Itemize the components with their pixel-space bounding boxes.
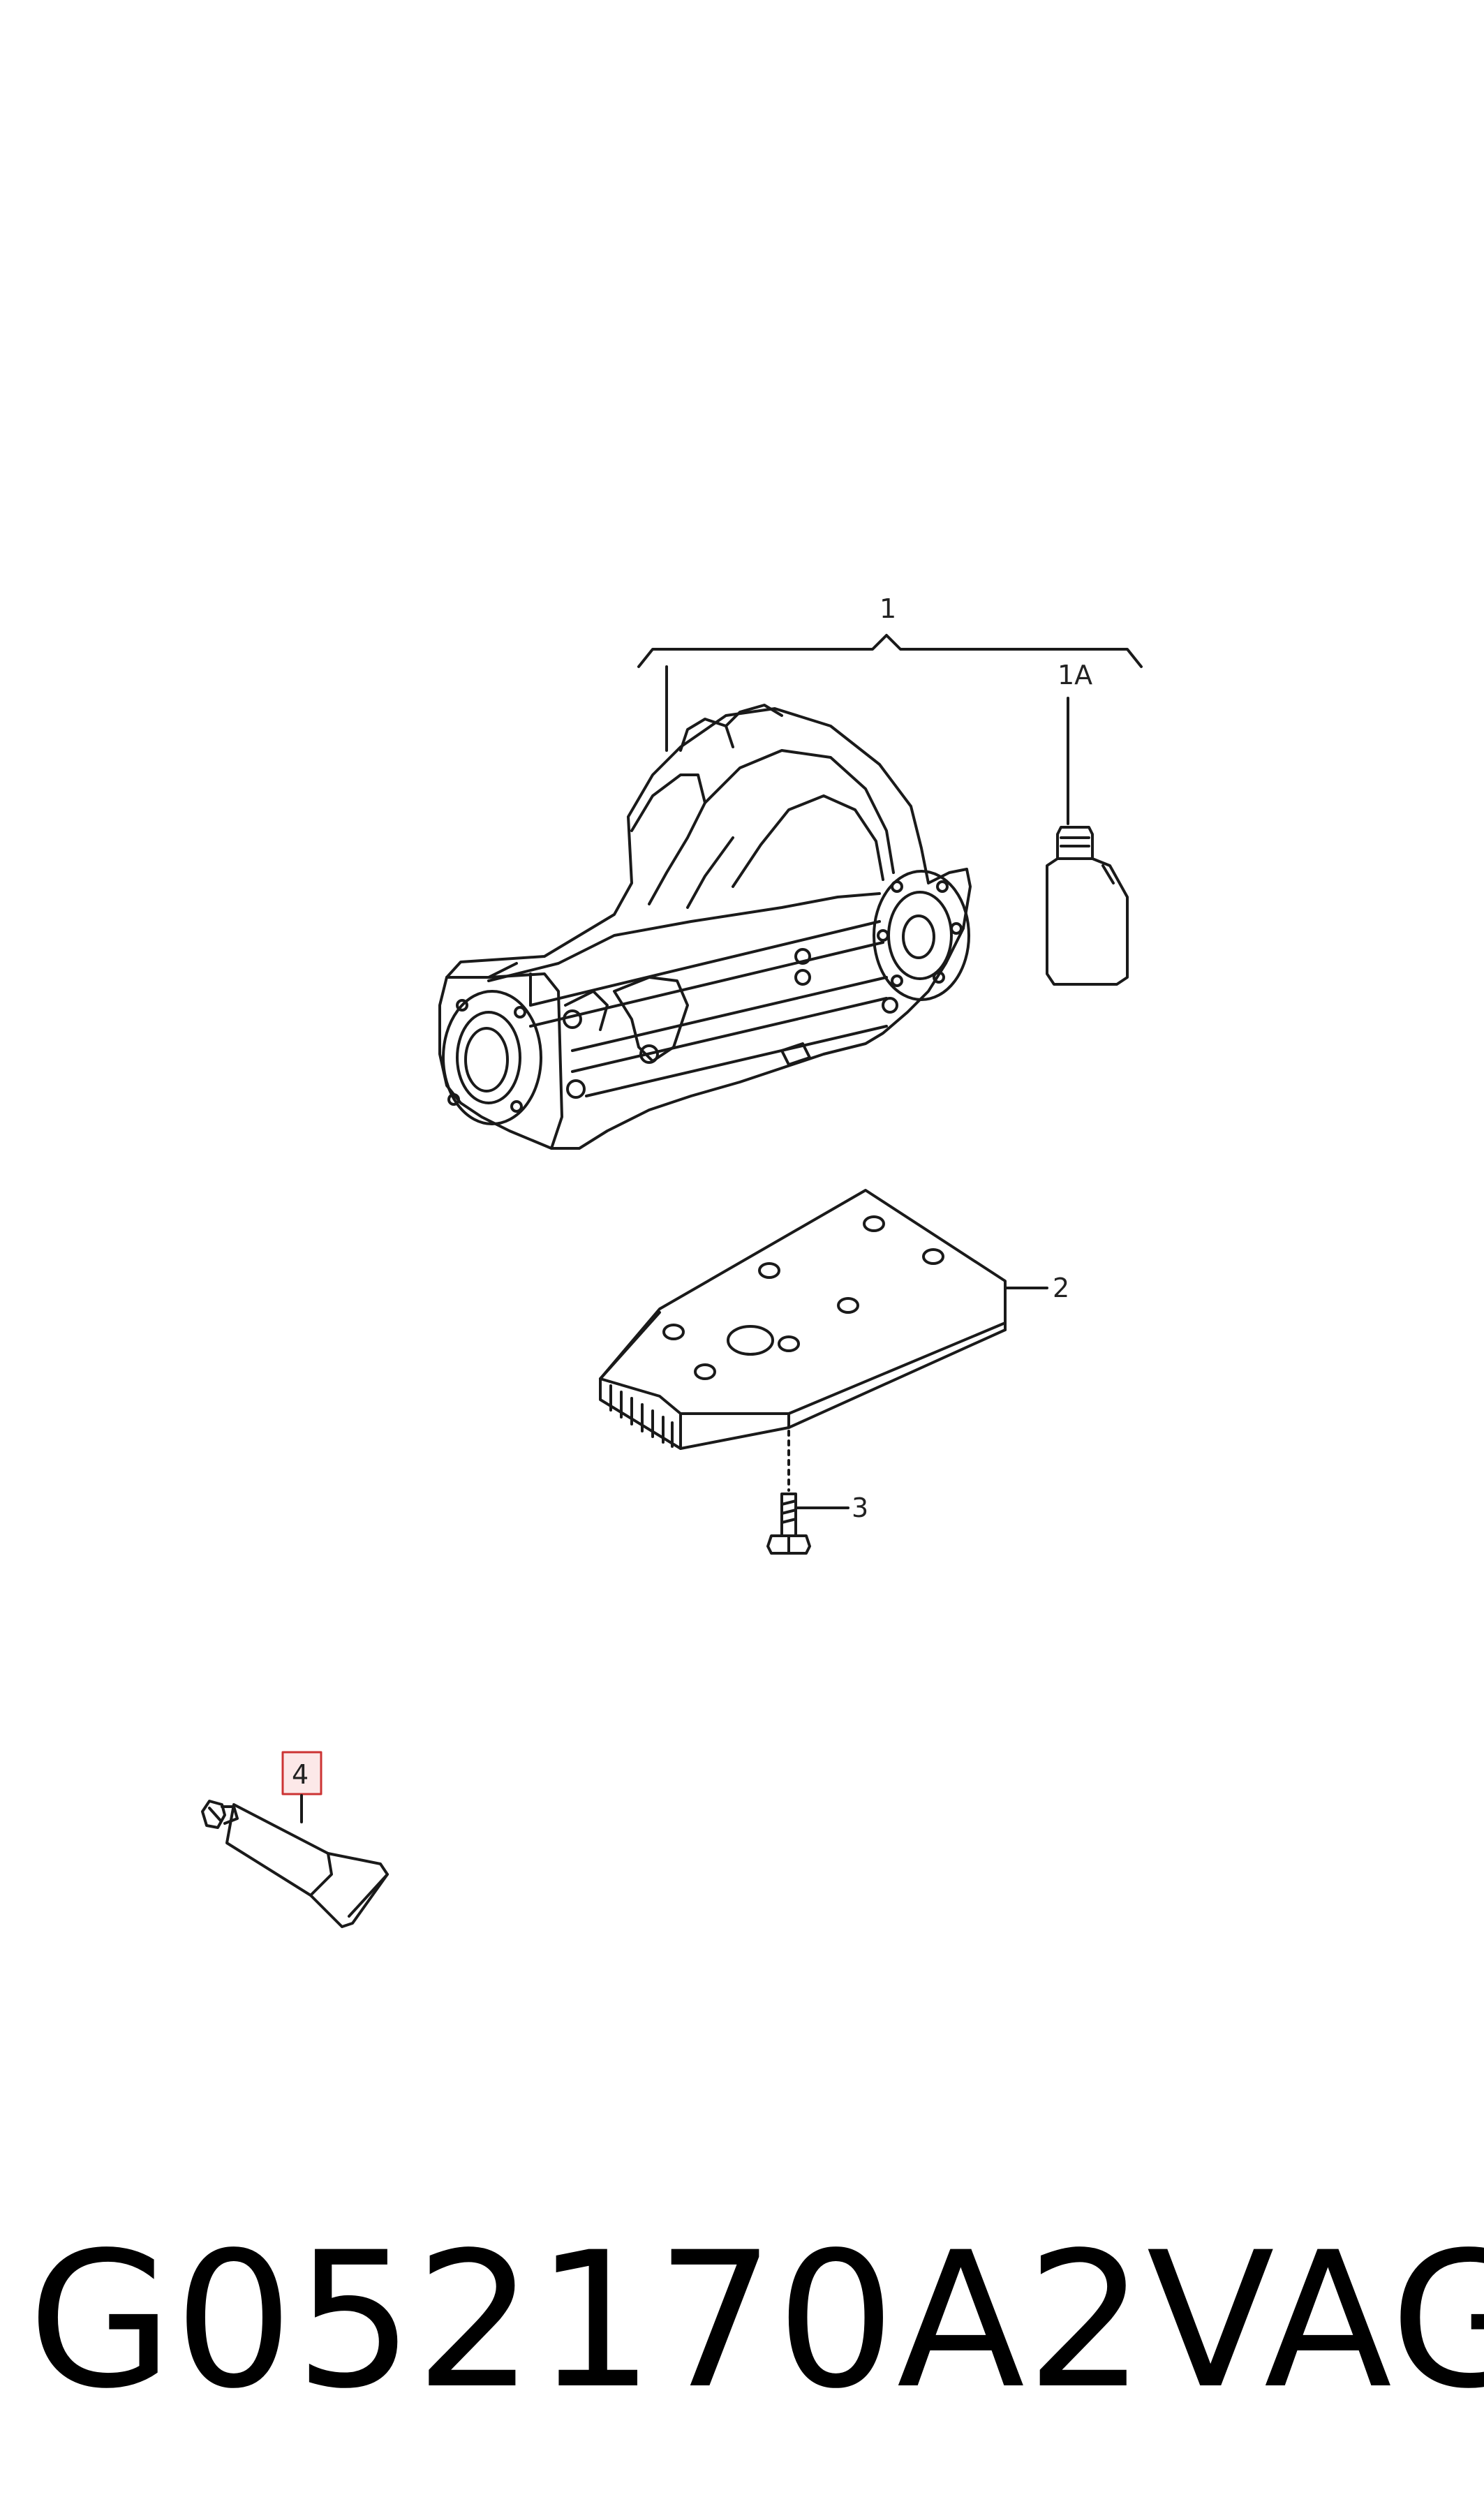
bolt-drawing <box>766 1430 811 1555</box>
callout-1-label: 1 <box>880 593 896 624</box>
part-number: G052170A2 <box>28 2212 1147 2430</box>
callout-1-bracket <box>637 634 1143 825</box>
grease-tube-drawing <box>201 1800 389 1928</box>
oil-bottle-drawing <box>1046 826 1129 986</box>
callout-4-box <box>281 1751 322 1795</box>
callout-1a-label: 1A <box>1058 660 1092 690</box>
callout-4-label: 4 <box>292 1759 309 1790</box>
callout-3-label: 3 <box>852 1493 868 1523</box>
brand-label: VAG <box>1146 2212 1484 2430</box>
cover-plate-drawing <box>599 1189 1007 1450</box>
callout-2-label: 2 <box>1053 1273 1069 1303</box>
footer: G052170A2 VAG <box>28 2206 1484 2436</box>
differential-housing-drawing <box>438 704 972 1150</box>
